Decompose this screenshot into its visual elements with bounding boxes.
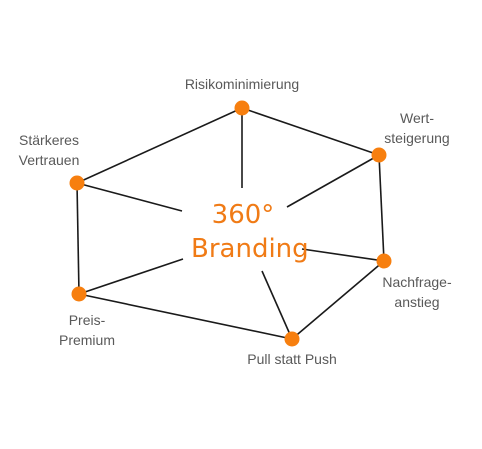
node-label-line: Pull statt Push — [247, 351, 337, 367]
node-label-line: steigerung — [384, 130, 450, 146]
edge-pull-statt-push-to-preis-premium — [78, 293, 293, 340]
node-dot-preis-premium — [71, 286, 87, 302]
edge-nachfrageanstieg-to-pull-statt-push — [291, 260, 385, 340]
edge-staerkeres-vertrauen-to-risikominimierung — [76, 107, 243, 184]
node-dot-staerkeres-vertrauen — [69, 175, 85, 191]
edge-preis-premium-to-staerkeres-vertrauen — [76, 182, 80, 295]
node-label-line: Nachfrage- — [382, 274, 452, 290]
node-label-line: anstieg — [394, 294, 440, 310]
center-title-line-2: Branding — [191, 234, 309, 264]
node-label-nachfrageanstieg: Nachfrage- anstieg — [370, 272, 464, 312]
center-title-line-1: 360° — [211, 200, 275, 230]
node-dot-risikominimierung — [234, 100, 250, 116]
node-label-line: Stärkeres — [19, 132, 79, 148]
node-label-line: Risikominimierung — [184, 76, 300, 92]
node-dot-wertsteigerung — [371, 147, 387, 163]
node-label-pull-statt-push: Pull statt Push — [230, 349, 354, 369]
spoke-staerkeres-vertrauen — [76, 182, 183, 212]
node-label-line: Vertrauen — [18, 152, 80, 168]
node-label-line: Preis- — [68, 312, 106, 328]
edge-wertsteigerung-to-nachfrageanstieg — [378, 154, 385, 262]
spoke-pull-statt-push — [261, 270, 293, 340]
edge-risikominimierung-to-wertsteigerung — [241, 107, 380, 156]
spoke-wertsteigerung — [286, 154, 380, 208]
node-label-staerkeres-vertrauen: Stärkeres Vertrauen — [6, 130, 92, 170]
node-label-line: Premium — [58, 332, 115, 348]
node-label-preis-premium: Preis- Premium — [44, 310, 130, 350]
node-label-line: Wert- — [400, 110, 434, 126]
spoke-preis-premium — [78, 258, 184, 295]
spoke-nachfrageanstieg — [301, 248, 385, 262]
node-label-risikominimierung: Risikominimierung — [160, 74, 324, 94]
center-title: 360° Branding — [191, 198, 309, 266]
node-dot-nachfrageanstieg — [376, 253, 392, 269]
node-label-wertsteigerung: Wert- steigerung — [370, 108, 464, 148]
node-dot-pull-statt-push — [284, 331, 300, 347]
